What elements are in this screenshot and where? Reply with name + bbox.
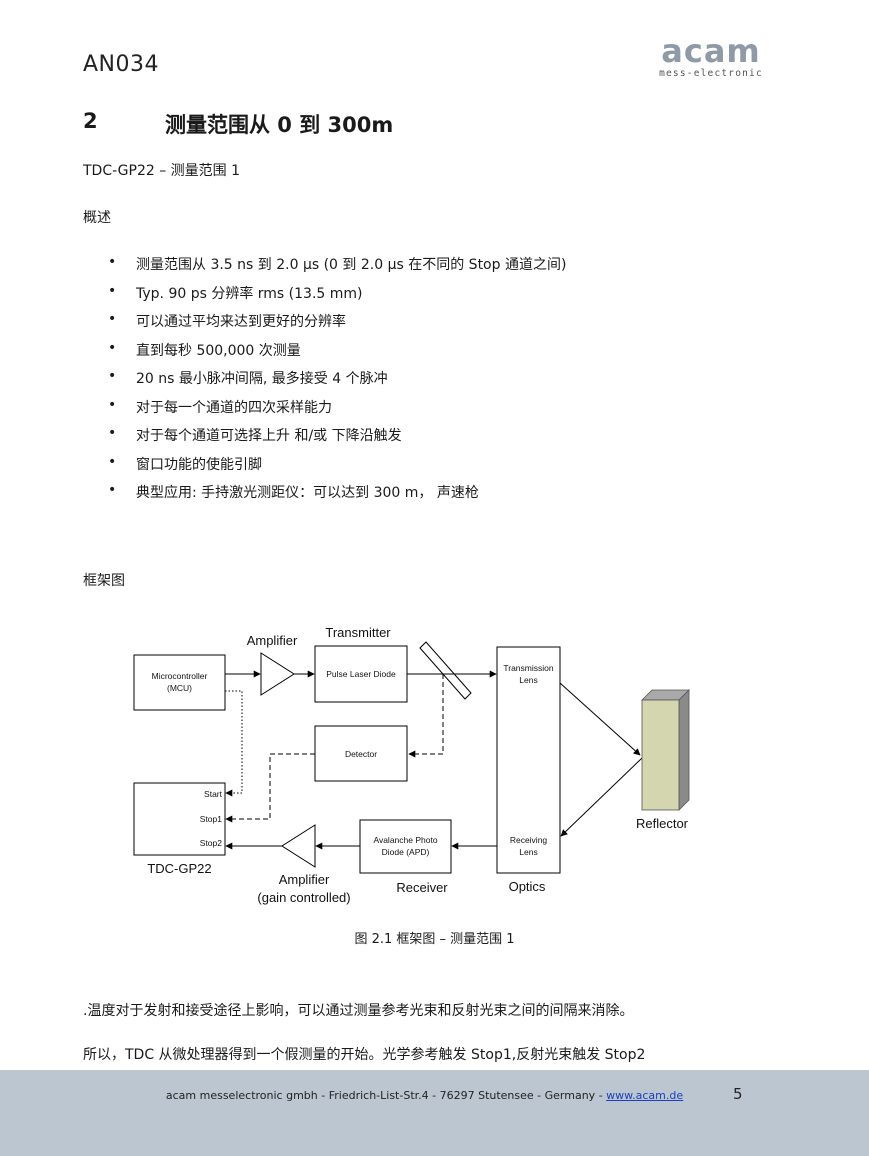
beam-from-reflector-arrow — [560, 757, 643, 837]
stop2-pin-label: Stop2 — [200, 838, 222, 848]
feature-list: 测量范围从 3.5 ns 到 2.0 μs (0 到 2.0 μs 在不同的 S… — [108, 254, 566, 511]
footer-address: acam messelectronic gmbh - Friedrich-Lis… — [165, 1089, 607, 1102]
detector-label: Detector — [345, 749, 377, 759]
list-item: 对于每一个通道的四次采样能力 — [108, 397, 566, 426]
reflector-label: Reflector — [636, 816, 689, 831]
splitter-to-detector-arrow — [408, 674, 444, 758]
list-item: 测量范围从 3.5 ns 到 2.0 μs (0 到 2.0 μs 在不同的 S… — [108, 254, 566, 283]
receiver-label: Receiver — [396, 880, 448, 895]
microcontroller-label-2: (MCU) — [167, 683, 192, 693]
list-item: 20 ns 最小脉冲间隔, 最多接受 4 个脉冲 — [108, 368, 566, 397]
list-item: 可以通过平均来达到更好的分辨率 — [108, 311, 566, 340]
microcontroller-label: Microcontroller — [152, 671, 208, 681]
list-item: 直到每秒 500,000 次测量 — [108, 340, 566, 369]
list-item: 典型应用: 手持激光测距仪：可以达到 300 m， 声速枪 — [108, 482, 566, 511]
beam-splitter-shape — [419, 641, 472, 700]
optics-label: Optics — [509, 879, 546, 894]
acam-logo: acam mess-electronic — [659, 36, 763, 79]
logo-tagline: mess-electronic — [659, 68, 763, 79]
footer-website-link[interactable]: www.acam.de — [606, 1089, 684, 1102]
apd-label-2: Diode (APD) — [382, 847, 430, 857]
reflector-side-face — [678, 689, 690, 811]
document-id: AN034 — [83, 52, 159, 77]
footer-text: acam messelectronic gmbh - Friedrich-Lis… — [0, 1089, 869, 1102]
list-item: 对于每个通道可选择上升 和/或 下降沿触发 — [108, 425, 566, 454]
amplifier-top-shape — [260, 652, 295, 696]
logo-wordmark: acam — [661, 36, 761, 70]
detector-to-stop1-arrow — [225, 753, 315, 823]
optics-box — [496, 646, 561, 874]
stop1-pin-label: Stop1 — [200, 814, 222, 824]
pulse-laser-label: Pulse Laser Diode — [326, 669, 396, 679]
footer-band — [0, 1070, 869, 1156]
list-item: 窗口功能的使能引脚 — [108, 454, 566, 483]
figure-caption: 图 2.1 框架图 – 测量范围 1 — [354, 932, 515, 947]
receiving-lens-label-2: Lens — [519, 847, 537, 857]
list-item: Typ. 90 ps 分辨率 rms (13.5 mm) — [108, 283, 566, 312]
subtitle: TDC-GP22 – 测量范围 1 — [83, 163, 241, 179]
apd-box — [359, 819, 452, 874]
paragraph-2: 所以，TDC 从微处理器得到一个假测量的开始。光学参考触发 Stop1,反射光束… — [83, 1047, 646, 1063]
detector-box — [314, 725, 408, 782]
paragraph-1: .温度对于发射和接受途径上影响，可以通过测量参考光束和反射光束之间的间隔来消除。 — [83, 1003, 634, 1019]
transmitter-label: Transmitter — [325, 625, 391, 640]
section-title: 测量范围从 0 到 300m — [165, 113, 394, 137]
page-number: 5 — [733, 1085, 743, 1103]
receiving-lens-label: Receiving — [510, 835, 548, 845]
section-number: 2 — [83, 109, 98, 133]
start-pin-label: Start — [204, 789, 223, 799]
microcontroller-box — [133, 654, 226, 711]
amplifier-bottom-label-2: (gain controlled) — [257, 890, 350, 905]
mcu-to-start-arrow — [225, 690, 243, 797]
amplifier-bottom-label: Amplifier — [279, 872, 330, 887]
block-diagram-heading: 框架图 — [83, 573, 125, 589]
transmission-lens-label: Transmission — [503, 663, 553, 673]
pulse-laser-box — [314, 645, 408, 703]
amplifier-bottom-shape — [281, 824, 316, 868]
reflector-front-face — [641, 699, 680, 811]
transmission-lens-label-2: Lens — [519, 675, 537, 685]
apd-label: Avalanche Photo — [373, 835, 437, 845]
beam-to-reflector-arrow — [559, 682, 641, 756]
tdc-label: TDC-GP22 — [147, 861, 211, 876]
tdc-box — [133, 782, 226, 856]
amplifier-top-label: Amplifier — [247, 633, 298, 648]
overview-heading: 概述 — [83, 210, 111, 226]
block-diagram: Amplifier Transmitter Microcontroller (M… — [133, 625, 690, 905]
